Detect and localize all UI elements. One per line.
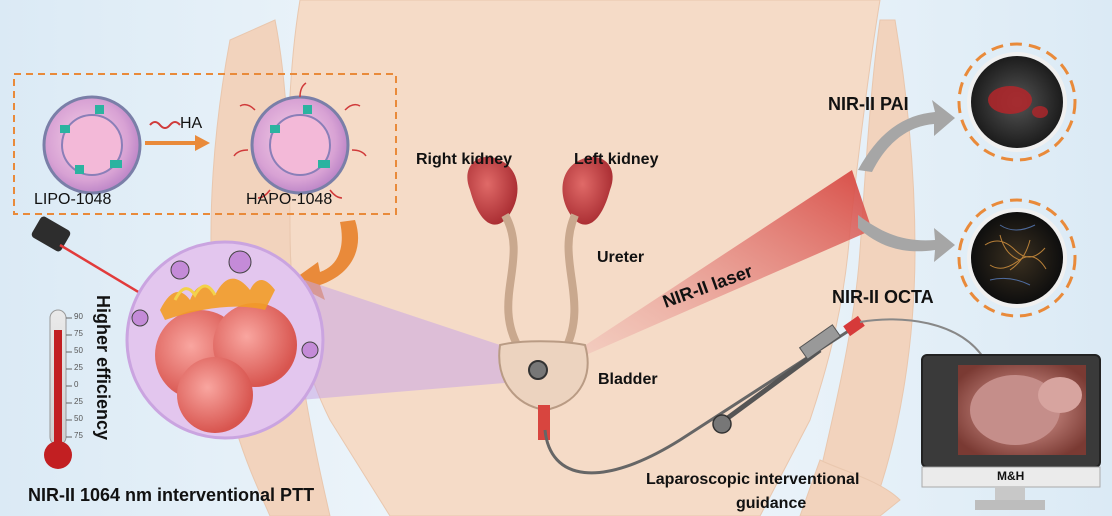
thermometer-tick-label: 25 — [74, 398, 83, 406]
lipo-label: LIPO-1048 — [34, 192, 111, 208]
monitor-brand: M&H — [997, 470, 1024, 482]
thermometer-tick-label: 75 — [74, 330, 83, 338]
bladder-label: Bladder — [598, 372, 658, 388]
left-kidney-label: Left kidney — [574, 152, 658, 168]
octa-label: NIR-II OCTA — [832, 288, 934, 306]
urethra — [538, 405, 550, 440]
hapo-label: HAPO-1048 — [246, 192, 332, 208]
thermometer-tick-label: 25 — [74, 364, 83, 372]
pai-label: NIR-II PAI — [828, 95, 909, 113]
ureter-label: Ureter — [597, 250, 644, 266]
guidance-label-line1: Laparoscopic interventional — [646, 472, 859, 488]
guidance-label-line2: guidance — [736, 496, 806, 512]
right-kidney-label: Right kidney — [416, 152, 512, 168]
lipo-nanoparticle — [44, 97, 140, 193]
thermometer-tick-label: 0 — [74, 381, 78, 389]
thermometer-tick-label: 50 — [74, 415, 83, 423]
thermometer-tick-label: 50 — [74, 347, 83, 355]
ha-label: HA — [180, 116, 202, 132]
efficiency-label: Higher efficiency — [94, 295, 112, 440]
monitor-icon — [922, 355, 1100, 510]
ptt-label: NIR-II 1064 nm interventional PTT — [28, 486, 314, 504]
thermometer-tick-label: 75 — [74, 432, 83, 440]
thermometer-tick-label: 90 — [74, 313, 83, 321]
